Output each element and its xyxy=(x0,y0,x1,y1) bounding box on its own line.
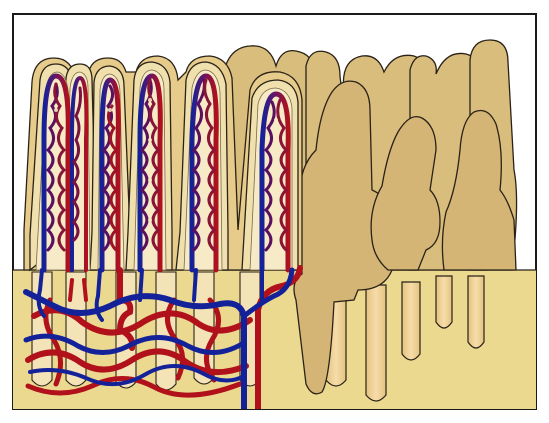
crypt xyxy=(468,276,484,348)
vein xyxy=(140,270,142,300)
vein xyxy=(194,270,196,300)
crypt xyxy=(436,276,452,328)
crypt xyxy=(366,285,386,401)
crypt xyxy=(402,282,420,360)
